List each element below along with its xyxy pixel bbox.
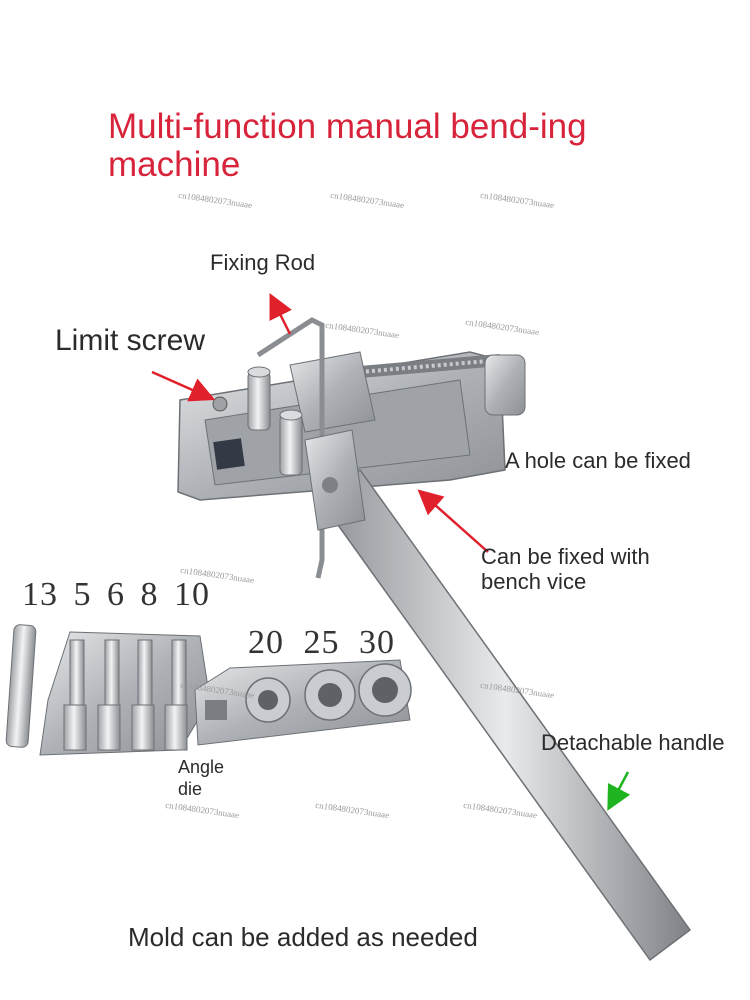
label-bench-vice-2: bench vice: [481, 569, 587, 594]
arrow-fixing-rod: [269, 293, 292, 335]
label-fixing-rod: Fixing Rod: [210, 250, 316, 275]
small-die-sizes: 13 5 6 8 10: [22, 576, 210, 613]
label-angle-die-1: Angle: [178, 757, 225, 777]
machine-base: [177, 351, 526, 501]
angle-die-and-large-dies: [194, 659, 412, 746]
arrow-limit-screw: [151, 370, 216, 402]
large-die-sizes: 20 25 30: [248, 624, 395, 661]
label-detachable-handle: Detachable handle: [541, 730, 725, 755]
label-bench-vice-1: Can be fixed with: [481, 544, 650, 569]
label-angle-die-2: die: [178, 779, 203, 799]
fixing-rod: [256, 317, 325, 579]
label-mold-note: Mold can be added as needed: [128, 922, 478, 952]
label-hole-fixed: A hole can be fixed: [505, 448, 691, 473]
page-title: Multi-function manual bend-ing machine: [108, 107, 587, 184]
small-dies: [5, 624, 211, 756]
label-limit-screw: Limit screw: [55, 324, 206, 357]
arrow-bench-vice: [417, 489, 489, 553]
arrow-handle: [607, 771, 631, 811]
detachable-handle-shape: [304, 429, 692, 962]
